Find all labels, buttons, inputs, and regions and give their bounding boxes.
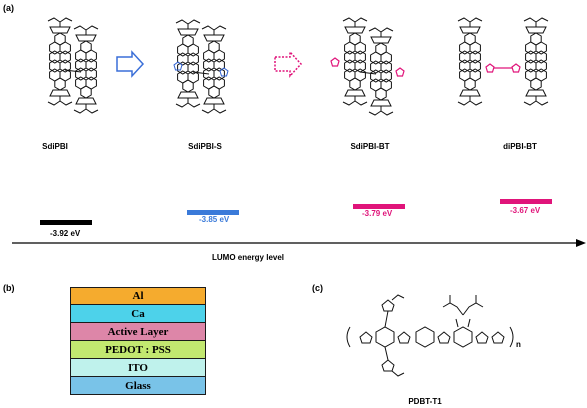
energy-bar-dipbi-bt — [500, 199, 552, 204]
layer-active-label: Active Layer — [107, 325, 169, 338]
energy-value-dipbi-bt: -3.67 eV — [510, 206, 541, 215]
energy-bar-sdipbi-bt — [353, 204, 405, 209]
sdipbi-s-structure — [173, 20, 229, 113]
molecule-name-sdipbi: SdiPBI — [42, 142, 68, 151]
layer-al-label: Al — [132, 290, 144, 302]
molecule-name-sdipbi-bt: SdiPBI-BT — [350, 142, 390, 151]
blue-arrow — [116, 50, 145, 78]
energy-bar-sdipbi-s — [187, 210, 239, 215]
repeat-unit-n: n — [516, 340, 521, 349]
energy-value-sdipbi-s: -3.85 eV — [199, 215, 230, 224]
energy-value-sdipbi: -3.92 eV — [50, 229, 81, 238]
energy-value-sdipbi-bt: -3.79 eV — [362, 209, 393, 218]
molecule-name-dipbi-bt: diPBI-BT — [503, 142, 537, 151]
layer-glass: Glass — [70, 377, 206, 395]
molecule-structures — [0, 0, 587, 160]
layer-pedot-pss-label: PEDOT : PSS — [105, 343, 171, 356]
energy-axis-label: LUMO energy level — [212, 253, 285, 262]
pink-arrow — [274, 50, 303, 78]
layer-ca: Ca — [70, 305, 206, 323]
dipbi-bt-structure — [458, 18, 548, 105]
sdipbi-bt-structure — [330, 18, 405, 115]
layer-ito-label: ITO — [128, 361, 148, 374]
polymer-name: PDBT-T1 — [408, 397, 442, 406]
molecule-name-sdipbi-s: SdiPBI-S — [188, 142, 222, 151]
panel-c-label: (c) — [312, 283, 323, 293]
layer-ito: ITO — [70, 359, 206, 377]
sdipbi-structure — [48, 18, 98, 113]
energy-bar-sdipbi — [40, 220, 92, 225]
layer-al: Al — [70, 287, 206, 305]
panel-a-label: (a) — [3, 3, 14, 13]
energy-axis — [12, 239, 586, 247]
pdbt-t1-structure: n — [346, 294, 521, 377]
panel-b-label: (b) — [3, 283, 15, 293]
layer-active: Active Layer — [70, 323, 206, 341]
layer-ca-label: Ca — [131, 307, 145, 320]
layer-glass-label: Glass — [125, 379, 151, 392]
layer-pedot-pss: PEDOT : PSS — [70, 341, 206, 359]
